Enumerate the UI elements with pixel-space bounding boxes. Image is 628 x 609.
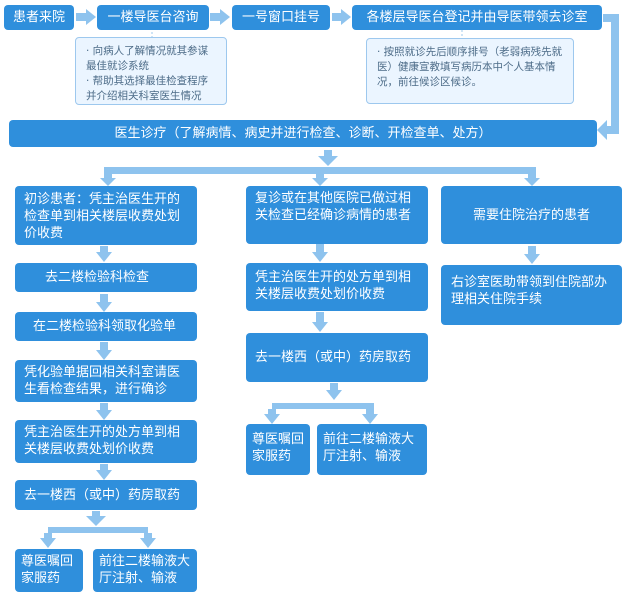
floor-guide-label: 各楼层导医台登记并由导医带领去诊室 (366, 10, 588, 25)
prescription-pay-box-mid: 凭主治医生开的处方单到相关楼层收费处划价收费 (246, 263, 428, 311)
pharmacy-label-left: 去一楼西（或中）药房取药 (24, 487, 181, 503)
arrow-down-right (524, 174, 540, 186)
branch-bar (104, 167, 536, 174)
arrow-mid-1 (312, 244, 328, 262)
arrow-left-infusion (140, 533, 156, 548)
back-to-doctor-label: 凭化验单据回相关科室请医生看检查结果，进行确诊 (24, 365, 181, 397)
guide-desk-box: 一楼导医台咨询 (97, 5, 209, 30)
split-left (48, 527, 148, 533)
arrow-mid-2 (312, 312, 328, 332)
patient-arrive-box: 患者来院 (4, 5, 74, 30)
infusion-box-mid: 前往二楼输液大厅注射、输液 (317, 424, 427, 475)
feedback-arrow (597, 120, 619, 140)
get-report-box: 在二楼检验科领取化验单 (15, 312, 197, 341)
arrow-left-3 (96, 342, 112, 360)
infusion-label-mid: 前往二楼输液大厅注射、输液 (323, 432, 415, 464)
revisit-label: 复诊或在其他医院已做过相关检查已经确诊病情的患者 (255, 191, 412, 223)
arrow-right-2 (210, 9, 230, 25)
guide-desk-note-line-1: · 向病人了解情况就其参谋最佳就诊系统 (86, 45, 209, 72)
first-visit-label: 初诊患者：凭主治医生开的检查单到相关楼层收费处划价收费 (24, 192, 181, 241)
prescription-pay-box-left: 凭主治医生开的处方单到相关楼层收费处划价收费 (15, 420, 197, 463)
arrow-down-left (100, 174, 116, 186)
patient-arrive-label: 患者来院 (12, 10, 65, 25)
arrow-left-6 (86, 511, 106, 526)
back-to-doctor-box: 凭化验单据回相关科室请医生看检查结果，进行确诊 (15, 360, 197, 402)
guide-desk-note: · 向病人了解情况就其参谋最佳就诊系统 · 帮助其选择最佳检查程序并介绍相关科室… (75, 37, 227, 105)
prescription-pay-label-mid: 凭主治医生开的处方单到相关楼层收费处划价收费 (255, 270, 412, 302)
home-med-box-mid: 尊医嘱回家服药 (246, 424, 310, 475)
home-med-label-mid: 尊医嘱回家服药 (252, 432, 305, 464)
lab-check-label: 去二楼检验科检查 (45, 270, 150, 285)
arrow-down-mid (312, 174, 328, 186)
floor-guide-note: · 按照就诊先后顺序排号（老弱病残先就医）健康宣教填写病历本中个人基本情况，前往… (366, 38, 574, 104)
revisit-box: 复诊或在其他医院已做过相关检查已经确诊病情的患者 (246, 186, 428, 244)
pharmacy-box-left: 去一楼西（或中）药房取药 (15, 480, 197, 510)
arrow-right-col (524, 246, 540, 264)
arrow-down-consult (318, 150, 338, 166)
feedback-vertical (611, 14, 619, 134)
floor-guide-note-line-1: · 按照就诊先后顺序排号（老弱病残先就医）健康宣教填写病历本中个人基本情况，前往… (377, 46, 563, 88)
home-med-label-left: 尊医嘱回家服药 (21, 554, 74, 586)
home-med-box-left: 尊医嘱回家服药 (15, 549, 83, 592)
arrow-right-3 (332, 9, 351, 25)
consult-label: 医生诊疗（了解病情、病史并进行检查、诊断、开检查单、处方） (114, 126, 492, 141)
inpatient-label: 需要住院治疗的患者 (472, 207, 590, 223)
guide-desk-note-line-2: · 帮助其选择最佳检查程序并介绍相关科室医生情况 (86, 75, 209, 102)
arrow-mid-3 (326, 383, 342, 400)
arrow-left-5 (96, 464, 112, 480)
register-label: 一号窗口挂号 (241, 10, 320, 25)
pharmacy-label-mid: 去一楼西（或中）药房取药 (255, 350, 412, 365)
lab-check-box: 去二楼检验科检查 (15, 263, 197, 292)
inpatient-box: 需要住院治疗的患者 (441, 186, 622, 244)
arrow-left-4 (96, 403, 112, 420)
get-report-label: 在二楼检验科领取化验单 (33, 319, 177, 334)
admission-label: 右诊室医助带领到住院部办理相关住院手续 (451, 275, 608, 307)
admission-box: 右诊室医助带领到住院部办理相关住院手续 (441, 265, 622, 325)
split-mid (272, 403, 374, 409)
arrow-left-2 (96, 294, 112, 312)
arrow-right-1 (76, 9, 96, 25)
guide-desk-label: 一楼导医台咨询 (107, 10, 199, 25)
first-visit-box: 初诊患者：凭主治医生开的检查单到相关楼层收费处划价收费 (15, 186, 197, 245)
register-box: 一号窗口挂号 (232, 5, 330, 30)
arrow-mid-infusion (362, 409, 378, 424)
arrow-left-home (40, 533, 56, 548)
infusion-box-left: 前往二楼输液大厅注射、输液 (93, 549, 197, 592)
arrow-left-1 (96, 246, 112, 262)
floor-guide-box: 各楼层导医台登记并由导医带领去诊室 (352, 5, 602, 30)
consult-box: 医生诊疗（了解病情、病史并进行检查、诊断、开检查单、处方） (9, 120, 597, 147)
prescription-pay-label-left: 凭主治医生开的处方单到相关楼层收费处划价收费 (24, 425, 181, 457)
pharmacy-box-mid: 去一楼西（或中）药房取药 (246, 333, 428, 382)
arrow-mid-home (264, 409, 280, 424)
infusion-label-left: 前往二楼输液大厅注射、输液 (99, 554, 191, 586)
